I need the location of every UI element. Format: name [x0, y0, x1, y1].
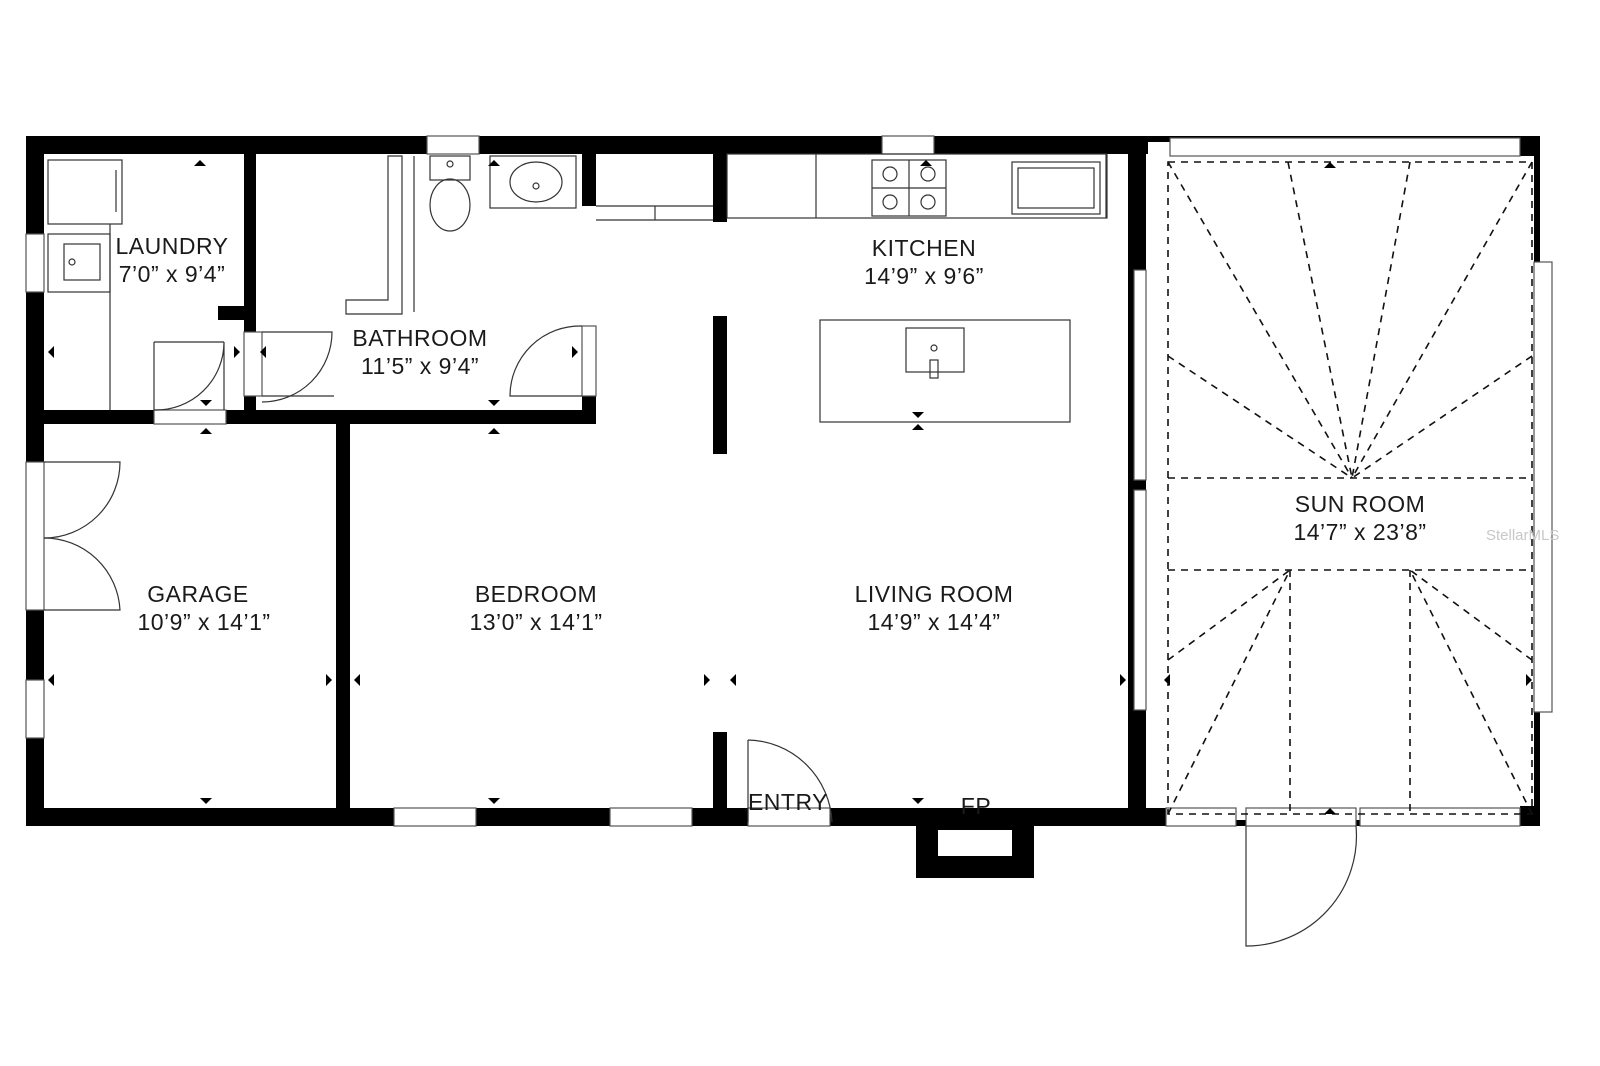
- laundry-sink: [47, 233, 111, 293]
- sunroom-ceiling-lines: [1167, 161, 1533, 815]
- laundry-dims: 7’0” x 9’4”: [119, 261, 225, 287]
- kitchen-dims: 14’9” x 9’6”: [864, 263, 984, 289]
- fixtures: [43, 153, 1358, 947]
- watermark: StellarMLS: [1486, 527, 1559, 544]
- bedroom-name: BEDROOM: [475, 581, 597, 607]
- bathroom-door-2[interactable]: [509, 325, 583, 397]
- room-label-laundry: LAUNDRY 7’0” x 9’4”: [116, 233, 229, 287]
- sunroom-name: SUN ROOM: [1295, 491, 1426, 517]
- fireplace-label: FP: [961, 793, 991, 819]
- kitchen-name: KITCHEN: [872, 235, 976, 261]
- garage-dims: 10’9” x 14’1”: [137, 609, 270, 635]
- room-label-bedroom: BEDROOM 13’0” x 14’1”: [469, 581, 602, 635]
- room-label-garage: GARAGE 10’9” x 14’1”: [137, 581, 270, 635]
- room-label-bathroom: BATHROOM 11’5” x 9’4”: [352, 325, 487, 379]
- laundry-door[interactable]: [153, 341, 225, 411]
- bathroom-sink: [489, 155, 577, 209]
- dimension-markers: [48, 160, 1532, 814]
- exterior-walls: [26, 136, 1540, 878]
- bathroom-name: BATHROOM: [352, 325, 487, 351]
- sunroom-door[interactable]: [1245, 825, 1358, 947]
- garage-door-bottom[interactable]: [43, 537, 121, 611]
- entry-door[interactable]: [747, 739, 833, 823]
- living-room-name: LIVING ROOM: [855, 581, 1014, 607]
- living-room-dims: 14’9” x 14’4”: [867, 609, 1000, 635]
- kitchen-island: [819, 319, 1071, 423]
- toilet: [429, 155, 471, 181]
- bathroom-dims: 11’5” x 9’4”: [361, 353, 479, 379]
- kitchen-counter: [726, 153, 1108, 219]
- garage-door-top[interactable]: [43, 461, 121, 539]
- sunroom-dims: 14’7” x 23’8”: [1293, 519, 1426, 545]
- bathroom-door[interactable]: [261, 331, 333, 403]
- washer: [47, 159, 123, 225]
- entry-label: ENTRY: [748, 789, 828, 815]
- laundry-name: LAUNDRY: [116, 233, 229, 259]
- room-label-living: LIVING ROOM 14’9” x 14’4”: [855, 581, 1014, 635]
- bedroom-dims: 13’0” x 14’1”: [469, 609, 602, 635]
- garage-name: GARAGE: [147, 581, 248, 607]
- room-label-kitchen: KITCHEN 14’9” x 9’6”: [864, 235, 984, 289]
- kitchen-sink: [1011, 161, 1101, 215]
- room-label-sunroom: SUN ROOM 14’7” x 23’8”: [1293, 491, 1426, 545]
- shower: [345, 155, 403, 315]
